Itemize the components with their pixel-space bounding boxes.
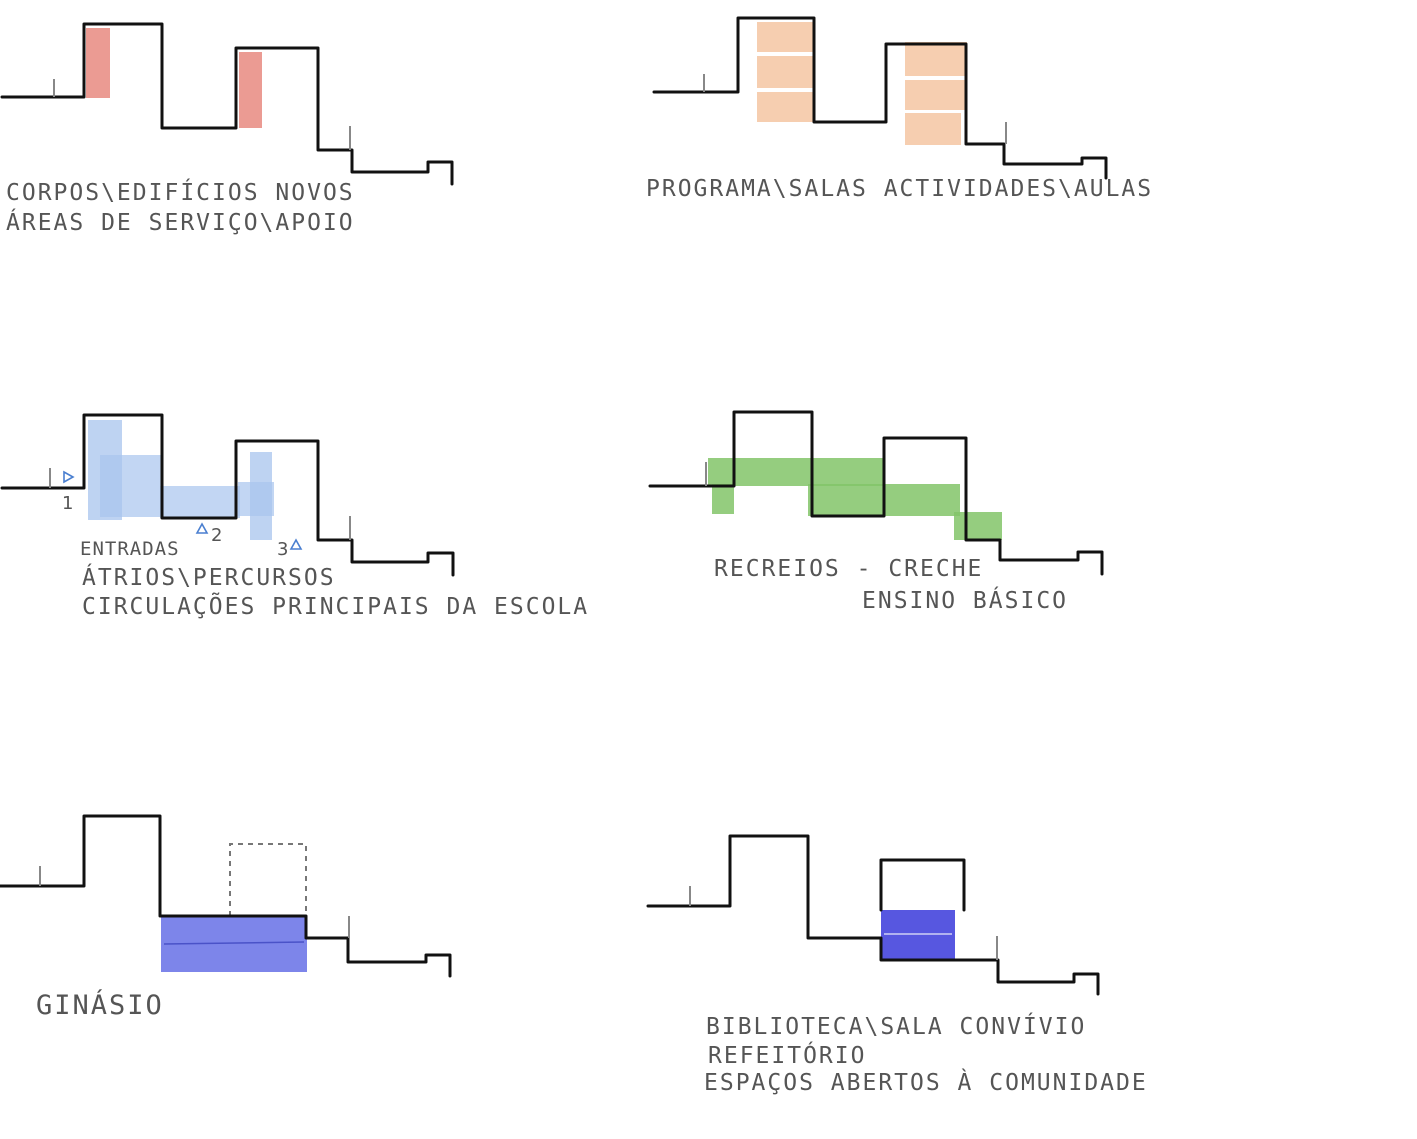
playground-band-3 <box>954 512 1002 540</box>
entrance-marker-2 <box>195 522 209 534</box>
panel-circulation <box>0 413 455 577</box>
panel-new-buildings <box>0 22 454 186</box>
classroom-block-2b <box>905 80 967 110</box>
panel-gym <box>0 814 452 978</box>
label-circulation-line-1: ENTRADAS <box>80 538 180 560</box>
panel-program <box>652 16 1108 180</box>
classroom-block-1a <box>757 22 813 52</box>
label-new-buildings-line-2: ÁREAS DE SERVIÇO\APOIO <box>6 210 355 236</box>
entrance-number-3: 3 <box>277 539 289 560</box>
playground-band-1b <box>712 484 734 514</box>
label-program-line-1: PROGRAMA\SALAS ACTIVIDADES\AULAS <box>646 176 1154 202</box>
entrance-marker-3 <box>289 538 303 550</box>
classroom-block-2a <box>905 42 967 76</box>
corridor <box>160 486 240 518</box>
atrium-horizontal-1 <box>100 455 162 517</box>
classroom-block-2c <box>905 113 961 145</box>
entrance-number-1: 1 <box>62 493 74 514</box>
label-community-line-2: REFEITÓRIO <box>708 1043 867 1069</box>
panel-recreation <box>648 410 1104 576</box>
new-building-fill-1 <box>86 28 110 98</box>
stair-vertical-2 <box>250 452 272 540</box>
section-outline <box>0 814 452 978</box>
panel-community <box>646 834 1100 996</box>
classroom-block-1c <box>757 92 813 122</box>
label-recreation-line-2: ENSINO BÁSICO <box>862 588 1069 614</box>
section-outline <box>0 22 454 186</box>
gym-future-outline <box>229 843 307 916</box>
library-volume <box>881 910 955 960</box>
label-gym-line-1: GINÁSIO <box>36 990 164 1021</box>
section-outline <box>652 16 1108 180</box>
label-circulation-line-3: CIRCULAÇÕES PRINCIPAIS DA ESCOLA <box>82 594 590 620</box>
entrance-marker-1 <box>63 470 75 484</box>
gym-mid-line <box>163 941 305 945</box>
label-recreation-line-1: RECREIOS - CRECHE <box>714 556 984 582</box>
label-new-buildings-line-1: CORPOS\EDIFÍCIOS NOVOS <box>6 180 355 206</box>
label-circulation-line-2: ÁTRIOS\PERCURSOS <box>82 565 336 591</box>
new-building-fill-2 <box>239 52 262 128</box>
classroom-block-1b <box>757 56 813 88</box>
label-community-line-1: BIBLIOTECA\SALA CONVÍVIO <box>706 1014 1087 1040</box>
playground-band-1 <box>708 458 884 486</box>
section-outline <box>648 410 1104 576</box>
label-community-line-3: ESPAÇOS ABERTOS À COMUNIDADE <box>704 1070 1148 1096</box>
entrance-number-2: 2 <box>211 525 223 546</box>
section-outline <box>0 413 455 577</box>
library-upper-outline <box>879 858 966 912</box>
section-outline <box>646 834 1100 996</box>
